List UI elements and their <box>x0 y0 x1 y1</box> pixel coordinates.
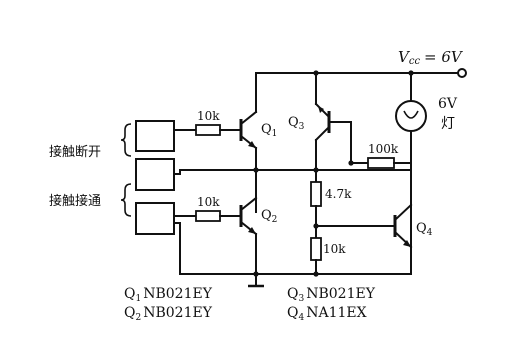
touch-pad-block-top <box>135 120 175 152</box>
q3-label: Q3 <box>288 115 305 132</box>
touch-pad-block-middle <box>135 158 175 191</box>
vcc-terminal <box>457 68 467 78</box>
contact-closed-label: 接触接通 <box>49 193 101 209</box>
resistor-r1 <box>195 124 221 136</box>
ground-rail <box>173 222 412 288</box>
brace-open <box>120 123 132 157</box>
q4-label: Q4 <box>416 221 433 238</box>
vcc-label: Vcc= 6V <box>398 48 464 67</box>
q1-label: Q1 <box>261 122 277 139</box>
touch-pad-block-bottom <box>135 202 175 235</box>
contact-open-label: 接触断开 <box>49 144 101 160</box>
resistor-r2 <box>195 210 221 222</box>
transistor-q4 <box>393 203 413 249</box>
transistor-q2 <box>219 196 258 275</box>
vcc-rail <box>255 68 467 78</box>
resistor-r4 <box>310 181 322 207</box>
resistor-r1-label: 10k <box>197 109 220 123</box>
resistor-r4-label: 4.7k <box>325 187 352 201</box>
resistor-r2-label: 10k <box>197 195 220 209</box>
transistor-q1 <box>219 72 258 150</box>
transistor-q3 <box>314 72 352 171</box>
resistor-r3 <box>367 157 395 169</box>
resistor-r3-label: 100k <box>368 142 399 156</box>
lamp-rating: 6V <box>438 96 458 112</box>
q2-label: Q2 <box>261 208 277 225</box>
lamp-name: 灯 <box>441 116 455 132</box>
resistor-r5 <box>310 237 322 261</box>
resistor-r5-label: 10k <box>323 242 346 256</box>
brace-closed <box>120 183 132 217</box>
lamp-symbol <box>395 72 427 275</box>
